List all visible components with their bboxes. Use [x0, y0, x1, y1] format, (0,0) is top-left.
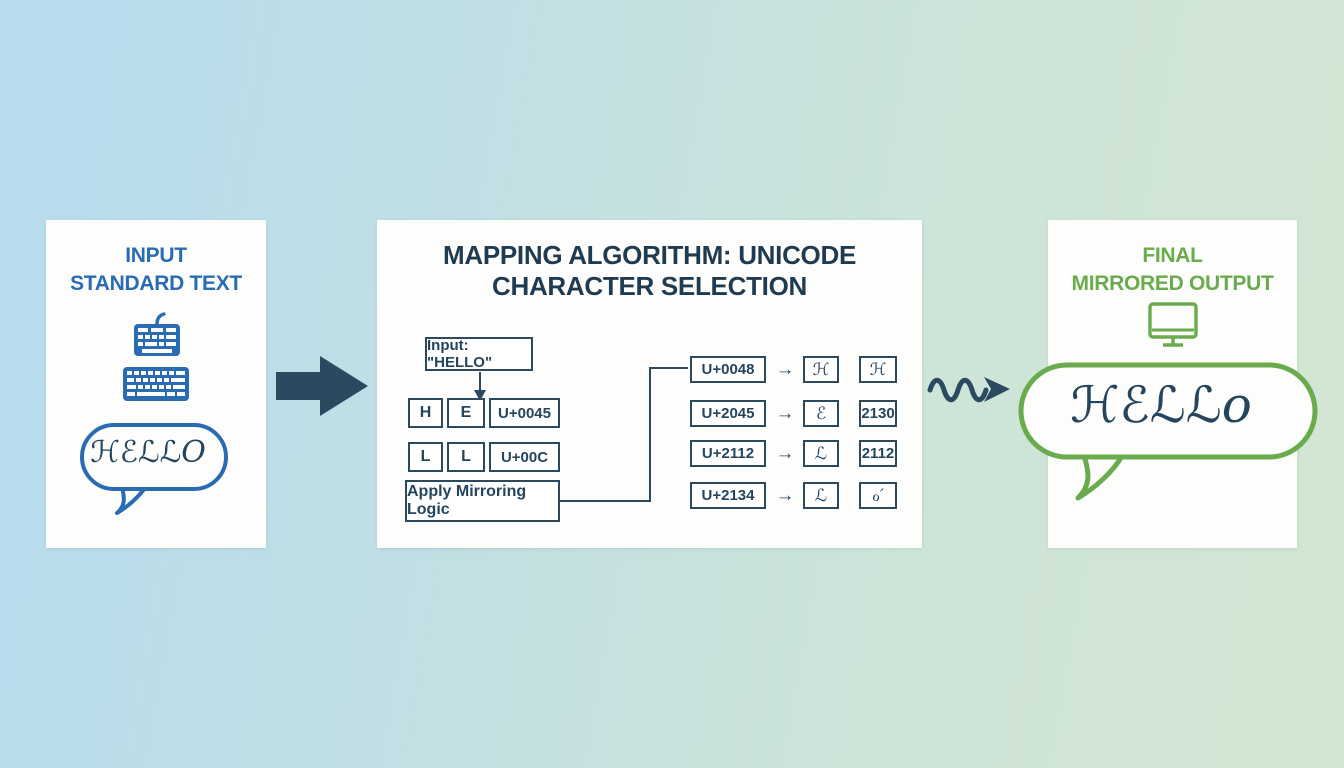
map-row-code: U+2112: [690, 440, 766, 467]
keyboard-corded-icon: [134, 312, 180, 356]
code-box-u00c: U+00C: [489, 442, 560, 472]
map-row-glyph: ℰ: [803, 400, 839, 427]
map-row-value: 2112: [859, 440, 897, 467]
right-arrow: [276, 356, 368, 416]
char-box-h: H: [408, 398, 443, 428]
map-arrow-icon: →: [775, 442, 795, 464]
char-box-e: E: [447, 398, 485, 428]
map-row-glyph: ℋ: [803, 356, 839, 383]
map-arrow-icon: →: [775, 402, 795, 424]
code-box-u0045: U+0045: [489, 398, 560, 428]
flow-connector-lines: [474, 367, 688, 502]
map-row-value: ℋ: [859, 356, 897, 383]
map-row-glyph: ℒ: [803, 440, 839, 467]
map-arrow-icon: →: [775, 358, 795, 380]
char-box-l2: L: [447, 442, 485, 472]
keyboard-icon: [123, 367, 189, 401]
map-row-code: U+2134: [690, 482, 766, 509]
char-box-l1: L: [408, 442, 443, 472]
map-arrow-icon: →: [775, 484, 795, 506]
input-bubble-text: ℋℰℒℒO: [90, 435, 206, 470]
output-bubble-text: ℋℰℒℒo: [1070, 376, 1252, 434]
input-speech-bubble: ℋℰℒℒO: [80, 423, 230, 515]
speech-bubble-outline: [1018, 362, 1318, 501]
wavy-arrow: [927, 377, 1010, 403]
monitor-icon: [1148, 302, 1198, 347]
map-row-value: ℴ′: [859, 482, 897, 509]
speech-bubble-outline: [80, 423, 228, 515]
map-row-value: 2130: [859, 400, 897, 427]
map-row-glyph: ℒ: [803, 482, 839, 509]
map-row-code: U+0048: [690, 356, 766, 383]
output-speech-bubble: ℋℰℒℒo: [1018, 362, 1318, 502]
apply-mirroring-logic-box: Apply Mirroring Logic: [405, 480, 560, 522]
input-hello-box: Input: "HELLO": [425, 337, 533, 371]
map-row-code: U+2045: [690, 400, 766, 427]
